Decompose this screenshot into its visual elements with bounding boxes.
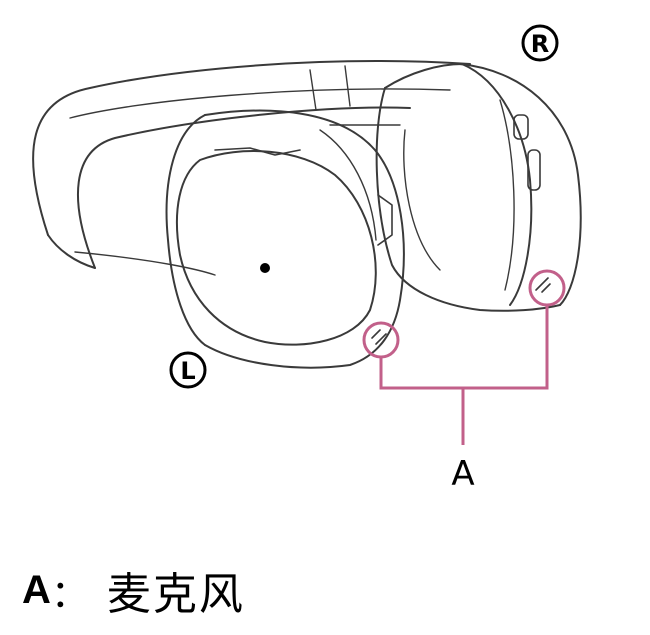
callout-label: A <box>451 454 474 494</box>
caption-letter: A <box>22 567 51 612</box>
caption: A ： 麦克风 <box>22 555 245 625</box>
sensor-dot <box>260 263 270 273</box>
left-earcup <box>165 109 405 369</box>
right-earcup <box>375 63 582 312</box>
left-label: L <box>180 357 195 385</box>
left-side-mark <box>169 351 207 389</box>
microphone-callout <box>362 269 566 445</box>
right-label: R <box>531 30 549 58</box>
caption-separator: ： <box>50 571 89 616</box>
headphones-diagram: R L A <box>32 24 582 494</box>
callout-bracket <box>379 305 549 390</box>
caption-text: 麦克风 <box>106 569 245 620</box>
right-side-mark <box>521 24 559 62</box>
